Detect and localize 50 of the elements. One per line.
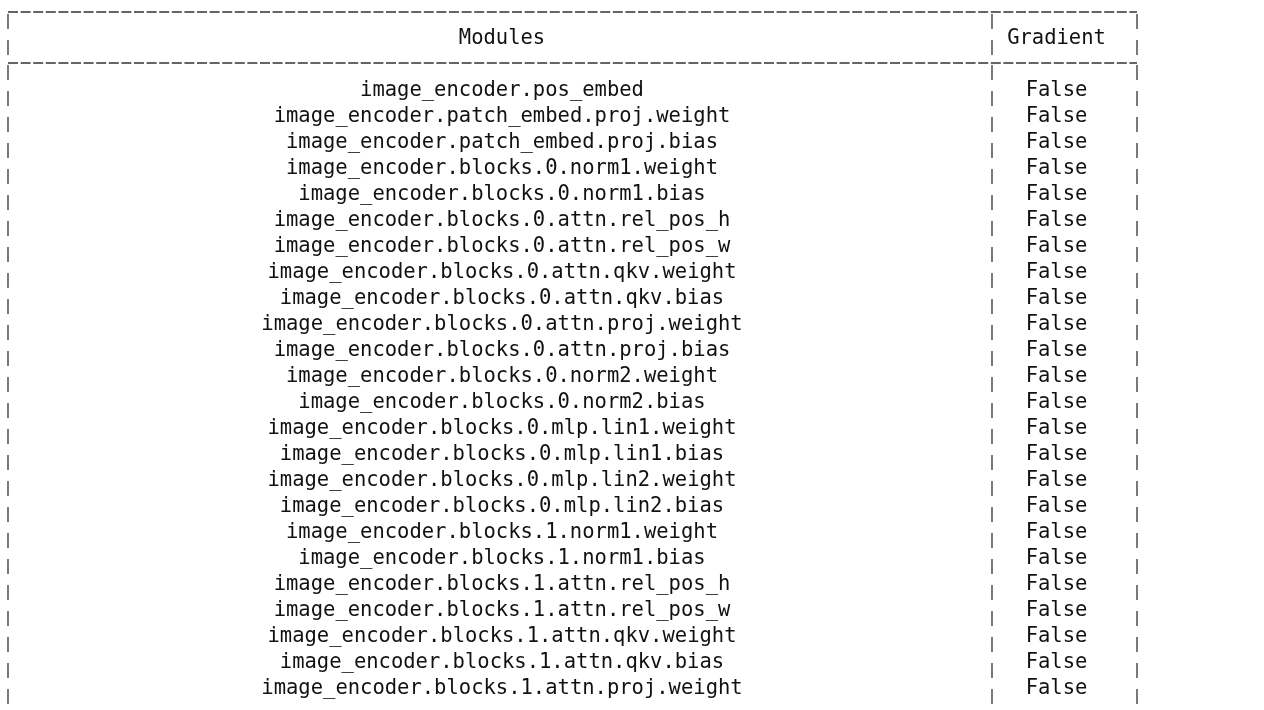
gradient-value: False bbox=[1025, 676, 1088, 698]
module-name: image_encoder.blocks.0.attn.qkv.weight bbox=[267, 260, 737, 282]
gradient-value: False bbox=[1025, 598, 1088, 620]
gradient-value: False bbox=[1025, 78, 1088, 100]
module-name: image_encoder.blocks.0.attn.qkv.bias bbox=[279, 286, 725, 308]
gradient-value: False bbox=[1025, 546, 1088, 568]
module-name: image_encoder.blocks.0.mlp.lin2.bias bbox=[279, 494, 725, 516]
gradient-value: False bbox=[1025, 572, 1088, 594]
module-name: image_encoder.blocks.0.norm1.weight bbox=[286, 156, 718, 178]
gradient-value: False bbox=[1025, 364, 1088, 386]
gradient-value: False bbox=[1025, 416, 1088, 438]
module-name: image_encoder.blocks.0.mlp.lin2.weight bbox=[267, 468, 737, 490]
module-name: image_encoder.blocks.0.mlp.lin1.weight bbox=[267, 416, 737, 438]
gradient-value: False bbox=[1025, 312, 1088, 334]
module-name: image_encoder.blocks.1.norm1.weight bbox=[286, 520, 718, 542]
column-header: Modules bbox=[458, 26, 546, 48]
gradient-value: False bbox=[1025, 494, 1088, 516]
module-name: image_encoder.blocks.1.attn.proj.weight bbox=[261, 676, 743, 698]
gradient-value: False bbox=[1025, 650, 1088, 672]
module-name: image_encoder.blocks.0.norm2.bias bbox=[298, 390, 706, 412]
module-name: image_encoder.pos_embed bbox=[360, 78, 644, 100]
gradient-value: False bbox=[1025, 338, 1088, 360]
module-name: image_encoder.blocks.1.attn.rel_pos_w bbox=[273, 598, 731, 620]
module-name: image_encoder.blocks.0.attn.rel_pos_w bbox=[273, 234, 731, 256]
gradient-value: False bbox=[1025, 182, 1088, 204]
module-name: image_encoder.patch_embed.proj.bias bbox=[286, 130, 718, 152]
gradient-value: False bbox=[1025, 234, 1088, 256]
module-name: image_encoder.blocks.0.norm1.bias bbox=[298, 182, 706, 204]
gradient-value: False bbox=[1025, 208, 1088, 230]
gradient-value: False bbox=[1025, 468, 1088, 490]
gradient-value: False bbox=[1025, 104, 1088, 126]
module-name: image_encoder.blocks.1.attn.qkv.weight bbox=[267, 624, 737, 646]
column-header: Gradient bbox=[1007, 26, 1106, 48]
module-name: image_encoder.blocks.0.norm2.weight bbox=[286, 364, 718, 386]
module-name: image_encoder.patch_embed.proj.weight bbox=[273, 104, 731, 126]
module-name: image_encoder.blocks.1.norm1.bias bbox=[298, 546, 706, 568]
gradient-value: False bbox=[1025, 442, 1088, 464]
gradient-value: False bbox=[1025, 520, 1088, 542]
module-name: image_encoder.blocks.0.mlp.lin1.bias bbox=[279, 442, 725, 464]
module-name: image_encoder.blocks.1.attn.rel_pos_h bbox=[273, 572, 731, 594]
gradient-value: False bbox=[1025, 286, 1088, 308]
module-name: image_encoder.blocks.0.attn.proj.weight bbox=[261, 312, 743, 334]
module-name: image_encoder.blocks.1.attn.qkv.bias bbox=[279, 650, 725, 672]
gradient-value: False bbox=[1025, 156, 1088, 178]
module-name: image_encoder.blocks.0.attn.rel_pos_h bbox=[273, 208, 731, 230]
module-name: image_encoder.blocks.0.attn.proj.bias bbox=[273, 338, 731, 360]
gradient-value: False bbox=[1025, 624, 1088, 646]
gradient-value: False bbox=[1025, 260, 1088, 282]
gradient-value: False bbox=[1025, 130, 1088, 152]
gradient-value: False bbox=[1025, 390, 1088, 412]
